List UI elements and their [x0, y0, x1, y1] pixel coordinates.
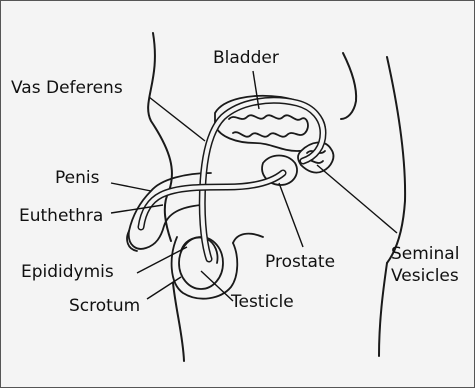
urethra-leader [111, 205, 163, 213]
penis-leader [111, 183, 151, 191]
label-scrotum: Scrotum [69, 296, 140, 316]
belly-outline [148, 33, 172, 241]
label-seminal-line2: Vesicles [391, 266, 459, 286]
label-testicle: Testicle [230, 292, 294, 312]
thigh-outline-left [173, 283, 184, 361]
label-bladder: Bladder [213, 48, 279, 68]
prostate-leader [279, 183, 303, 247]
buttock-outline [341, 53, 356, 119]
label-vas-deferens: Vas Deferens [11, 78, 123, 98]
scrotum-back [233, 234, 263, 243]
label-epididymis: Epididymis [21, 262, 114, 282]
label-prostate: Prostate [265, 252, 335, 272]
scrotum-leader [147, 277, 181, 299]
seminal-vesicles-leader [317, 165, 397, 233]
bladder-folds [229, 115, 308, 136]
label-penis: Penis [55, 168, 100, 188]
label-urethra: Euthethra [19, 206, 103, 226]
urethra-duct [141, 173, 283, 227]
vas-deferens-leader [149, 97, 205, 141]
thigh-outline-right [379, 263, 387, 356]
label-seminal-line1: Seminal [391, 244, 459, 264]
